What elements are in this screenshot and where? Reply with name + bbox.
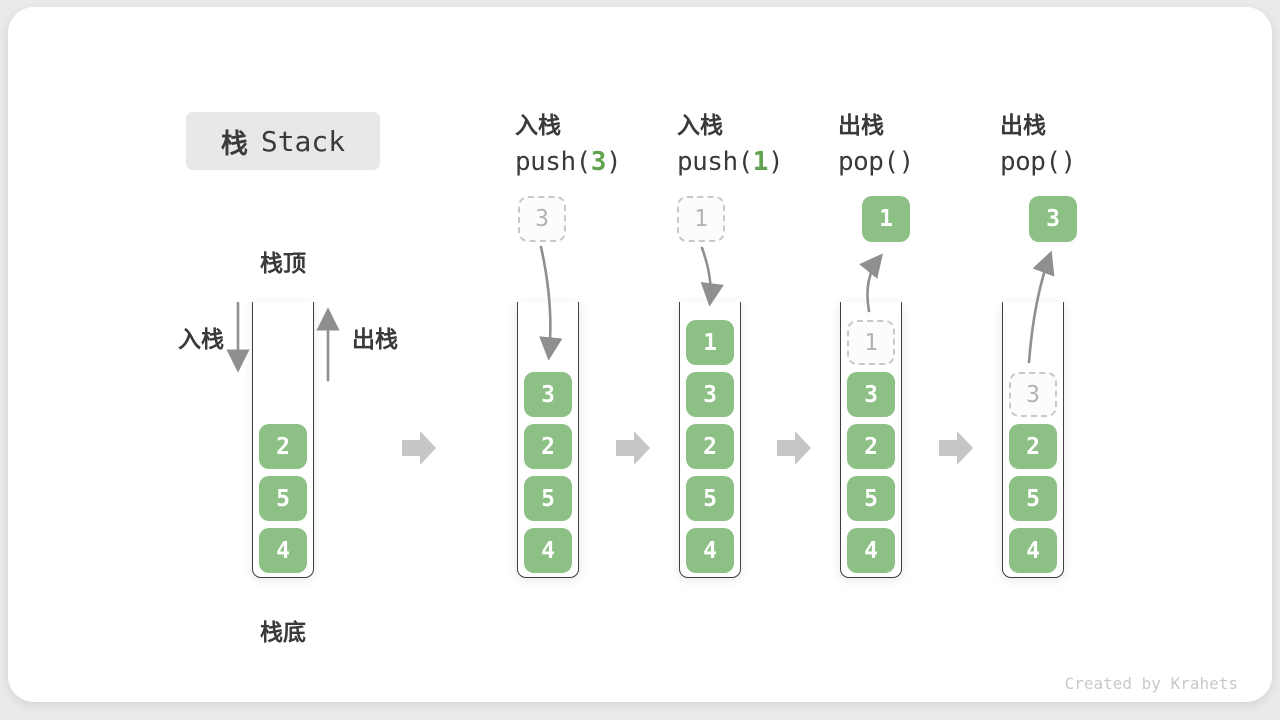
pop-side-label: 出栈 [352, 327, 398, 353]
stack-item: 4 [524, 528, 572, 573]
stack-item: 4 [847, 528, 895, 573]
stack-item: 3 [847, 372, 895, 417]
stack-bottom-label: 栈底 [260, 620, 306, 646]
stack-item: 3 [686, 372, 734, 417]
stack-item: 3 [524, 372, 572, 417]
op-code: push(1) [677, 147, 784, 177]
stack-frame-step2: 1 3 2 5 4 [679, 302, 741, 578]
stack-frame-step4: 3 2 5 4 [1002, 302, 1064, 578]
op-label-push-1: 入栈 push(1) [677, 106, 847, 177]
stack-item: 5 [847, 476, 895, 521]
stack-item: 4 [1009, 528, 1057, 573]
stack-item: 5 [1009, 476, 1057, 521]
stack-item: 2 [1009, 424, 1057, 469]
stack-item: 2 [847, 424, 895, 469]
watermark: Created by Krahets [1064, 674, 1238, 693]
op-label-push-3: 入栈 push(3) [515, 106, 685, 177]
stack-item-removed: 1 [847, 320, 895, 365]
stack-frame-step1: 3 2 5 4 [517, 302, 579, 578]
incoming-value-box: 1 [677, 196, 725, 242]
popped-value-box: 3 [1029, 196, 1077, 242]
stack-item: 1 [686, 320, 734, 365]
stack-item: 2 [524, 424, 572, 469]
op-code: pop() [1000, 147, 1076, 177]
stack-item: 5 [524, 476, 572, 521]
stack-top-label: 栈顶 [260, 251, 306, 277]
op-label-pop-3: 出栈 pop() [1000, 106, 1170, 177]
title-zh: 栈 [220, 128, 248, 160]
op-label-pop-1: 出栈 pop() [838, 106, 1008, 177]
push-side-label: 入栈 [178, 327, 224, 353]
stack-item: 5 [259, 476, 307, 521]
popped-value-box: 1 [862, 196, 910, 242]
stack-item: 2 [259, 424, 307, 469]
op-zh: 出栈 [838, 113, 884, 139]
stack-frame-initial: 2 5 4 [252, 302, 314, 578]
incoming-value-box: 3 [518, 196, 566, 242]
title-en: Stack [260, 124, 346, 158]
op-zh: 出栈 [1000, 113, 1046, 139]
stack-item: 2 [686, 424, 734, 469]
stack-item: 4 [259, 528, 307, 573]
op-code: push(3) [515, 147, 622, 177]
title-box: 栈 Stack [186, 112, 380, 170]
op-zh: 入栈 [515, 113, 561, 139]
stack-frame-step3: 1 3 2 5 4 [840, 302, 902, 578]
op-zh: 入栈 [677, 113, 723, 139]
op-code: pop() [838, 147, 914, 177]
stack-item: 4 [686, 528, 734, 573]
stack-item: 5 [686, 476, 734, 521]
stack-item-removed: 3 [1009, 372, 1057, 417]
